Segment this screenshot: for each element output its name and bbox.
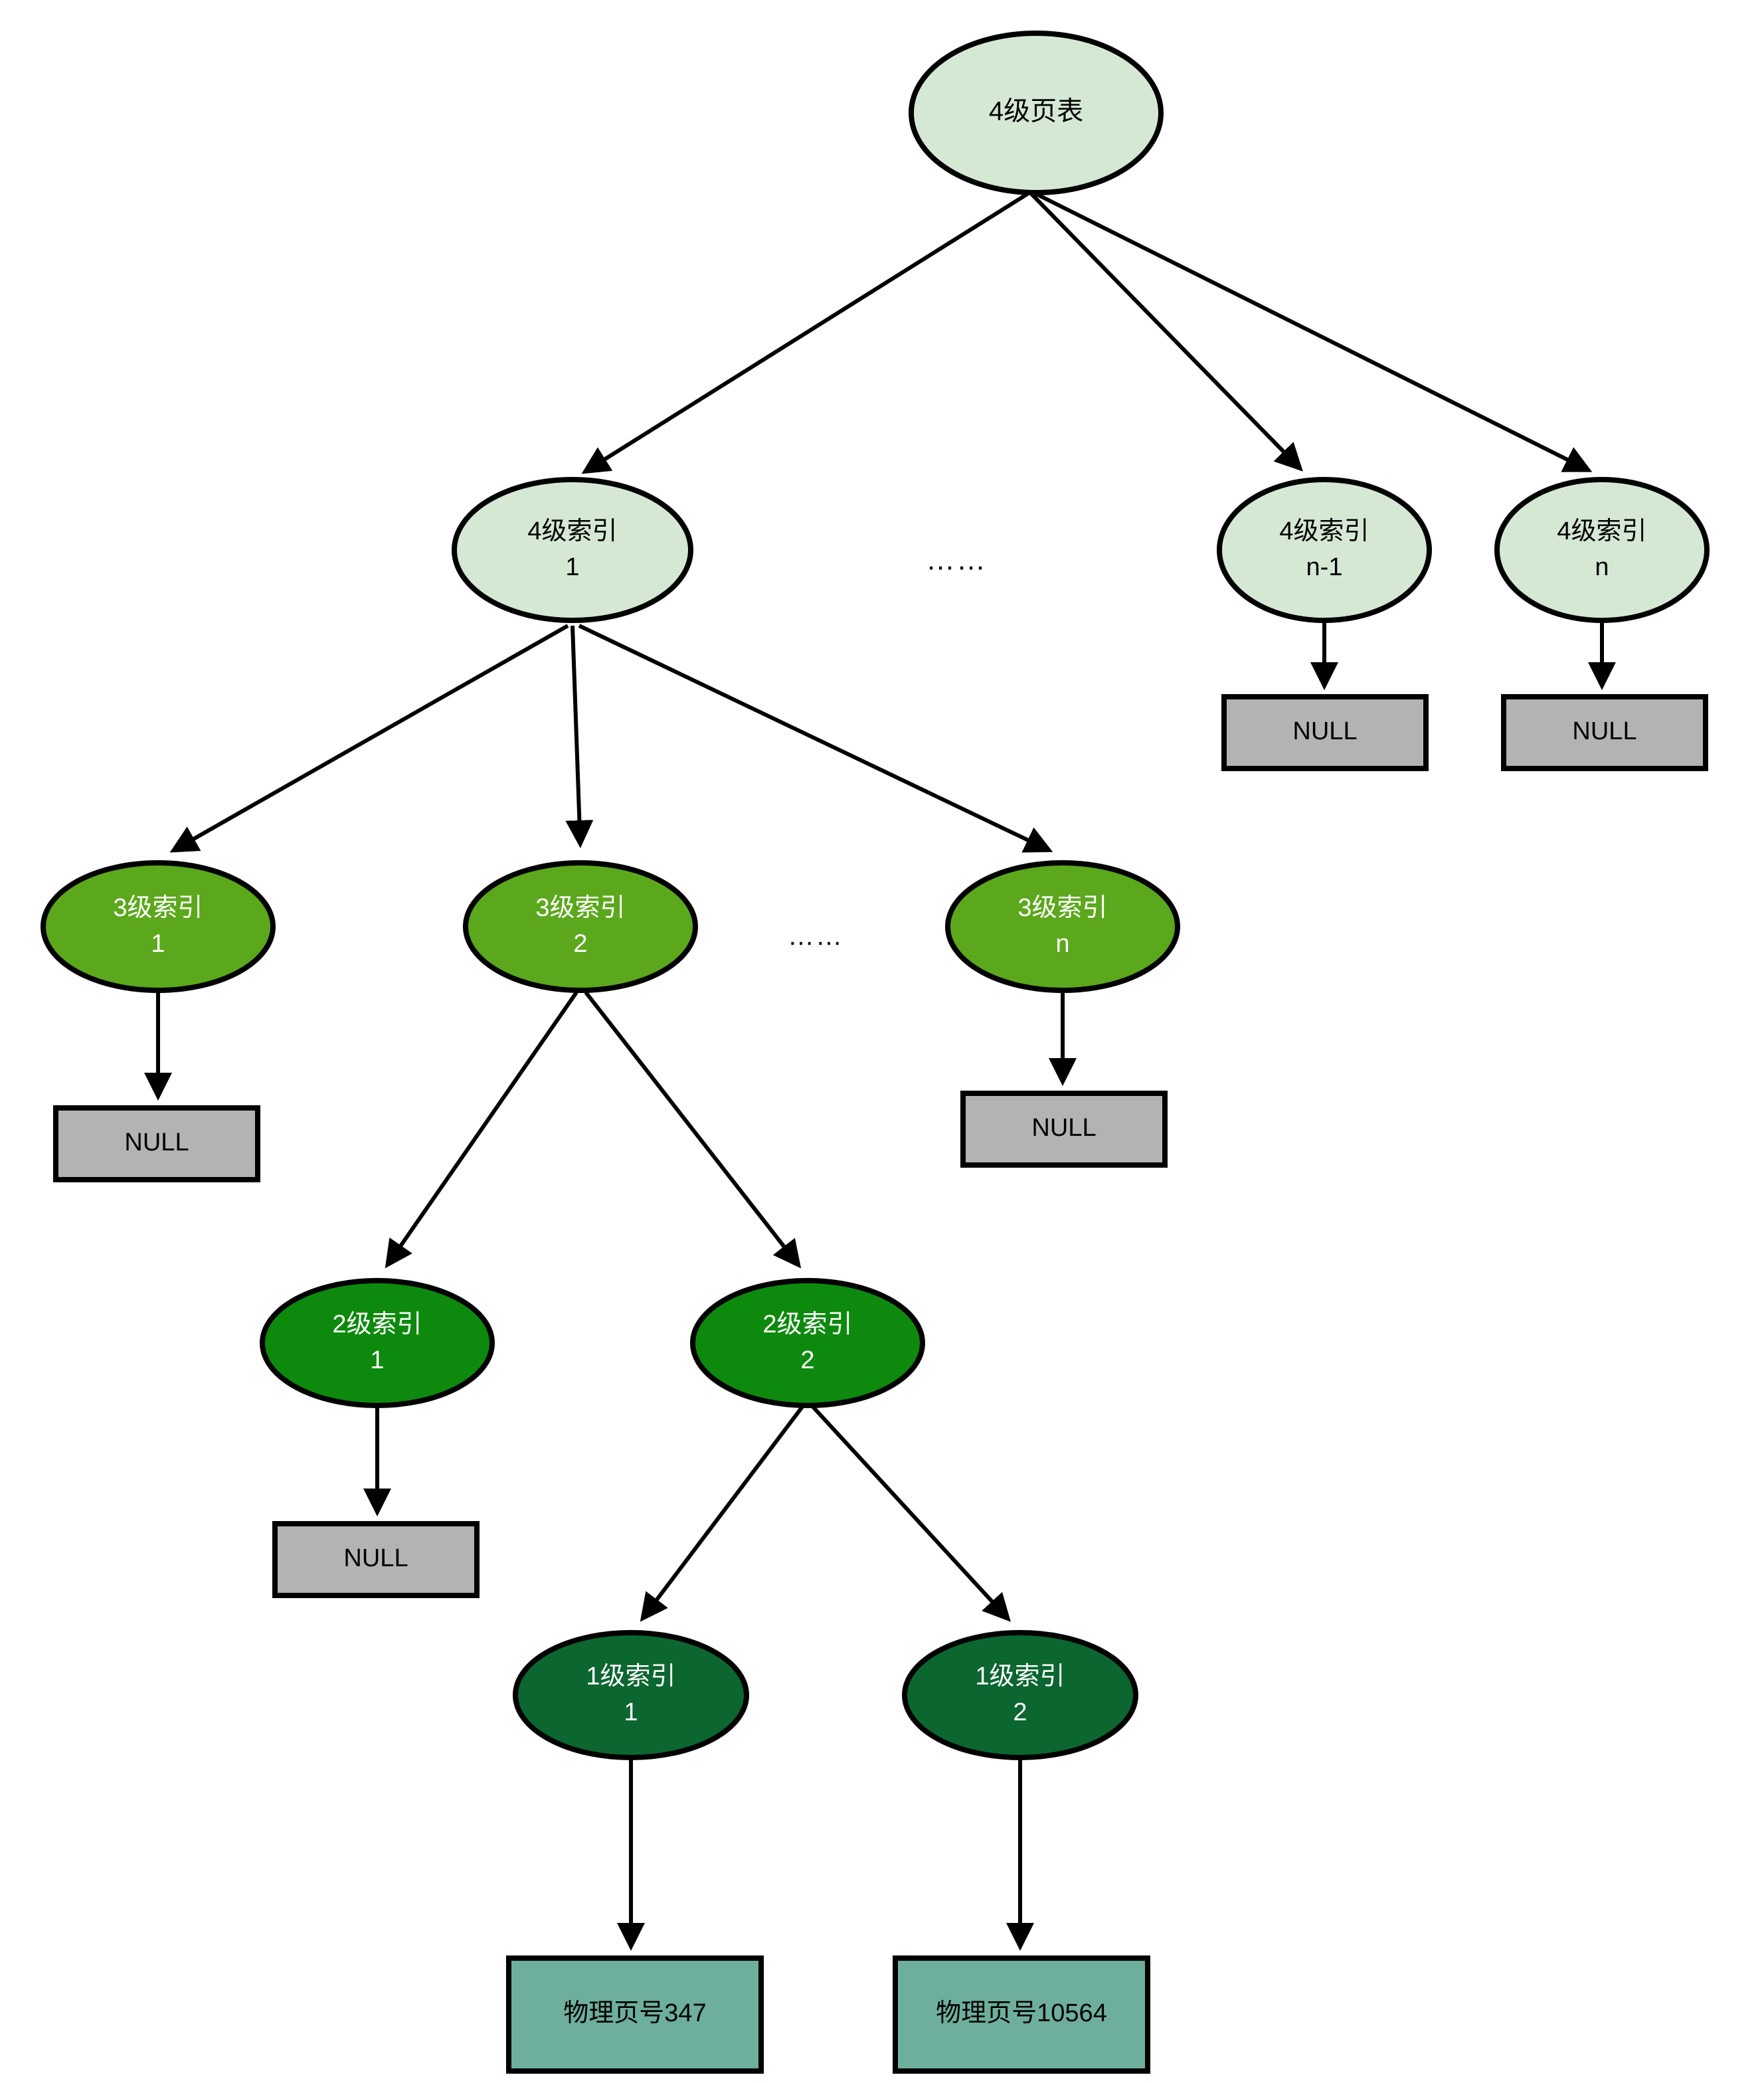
edge-line <box>640 1405 804 1622</box>
edge-line <box>1029 192 1303 472</box>
edge-root-to-l4_nm1 <box>1029 192 1303 472</box>
edges-layer <box>144 192 1616 1951</box>
node-label: NULL <box>343 1544 408 1572</box>
node-l4-n[interactable]: 4级索引 n <box>1494 477 1710 623</box>
node-l1-2[interactable]: 1级索引 2 <box>902 1630 1138 1760</box>
level3-ellipsis: …… <box>788 922 843 951</box>
node-null-l2-1[interactable]: NULL <box>272 1521 480 1598</box>
node-shape-ellipse <box>902 1630 1138 1760</box>
edge-l2_2-to-l1_2 <box>811 1405 1011 1622</box>
node-l3-2[interactable]: 3级索引 2 <box>463 860 698 993</box>
node-label-line1: 3级索引 <box>1017 894 1107 922</box>
node-l2-2[interactable]: 2级索引 2 <box>690 1278 925 1408</box>
edge-l3_2-to-l2_1 <box>385 991 578 1269</box>
node-shape-ellipse <box>909 31 1164 195</box>
node-l2-1[interactable]: 2级索引 1 <box>260 1278 495 1408</box>
node-shape-ellipse <box>41 860 276 993</box>
node-shape-ellipse <box>463 860 698 993</box>
node-label-line2: 2 <box>1013 1698 1027 1726</box>
node-label: NULL <box>1292 717 1357 745</box>
edge-line <box>578 624 1053 853</box>
node-label-line1: 3级索引 <box>535 894 625 922</box>
node-label-line2: n <box>1055 930 1069 958</box>
node-null-l4-n[interactable]: NULL <box>1501 694 1708 771</box>
node-shape-ellipse <box>260 1278 495 1408</box>
node-label: 物理页号347 <box>563 1999 706 2027</box>
node-shape-rect <box>272 1521 480 1598</box>
node-shape-ellipse <box>1217 477 1432 623</box>
node-null-l3-1[interactable]: NULL <box>53 1105 260 1182</box>
node-shape-ellipse <box>690 1278 925 1408</box>
edge-root-to-l4_1 <box>581 192 1029 474</box>
node-label-line2: 1 <box>370 1346 384 1374</box>
node-label-line1: 1级索引 <box>975 1663 1065 1690</box>
edge-l4_1-to-l3_n <box>578 624 1053 853</box>
node-label-line1: 2级索引 <box>762 1311 852 1338</box>
node-label: NULL <box>1031 1114 1096 1142</box>
edge-l3_2-to-l2_2 <box>584 991 802 1269</box>
node-label-line2: n-1 <box>1306 553 1343 581</box>
node-label-line2: 1 <box>624 1698 638 1726</box>
node-shape-rect <box>960 1091 1168 1168</box>
node-label-line1: 1级索引 <box>586 1663 675 1690</box>
edge-l4_1-to-l3_1 <box>169 624 569 853</box>
node-shape-rect <box>506 1955 764 2074</box>
node-label-line2: 2 <box>573 930 587 958</box>
node-l4-nm1[interactable]: 4级索引 n-1 <box>1217 477 1432 623</box>
node-label: 物理页号10564 <box>936 1999 1107 2027</box>
node-shape-rect <box>1221 694 1429 771</box>
edge-line <box>169 624 569 853</box>
node-shape-rect <box>1501 694 1708 771</box>
node-shape-rect <box>893 1955 1150 2074</box>
node-shape-ellipse <box>452 477 693 623</box>
node-label: 4级页表 <box>989 97 1083 126</box>
ellipsis-layer: …… …… <box>788 544 987 951</box>
node-page-347[interactable]: 物理页号347 <box>506 1955 764 2074</box>
node-l3-1[interactable]: 3级索引 1 <box>41 860 276 993</box>
edge-l4_1-to-l3_2 <box>565 625 594 849</box>
node-label-line2: 1 <box>565 553 579 581</box>
node-label-line1: 2级索引 <box>332 1311 422 1338</box>
edge-line <box>385 991 578 1269</box>
node-label: NULL <box>124 1129 189 1156</box>
node-shape-ellipse <box>945 860 1180 993</box>
edge-line <box>811 1405 1011 1622</box>
node-label-line1: 3级索引 <box>113 894 203 922</box>
node-shape-ellipse <box>1494 477 1710 623</box>
node-label-line2: 1 <box>151 930 165 958</box>
edge-line <box>565 625 594 849</box>
edge-l2_2-to-l1_1 <box>640 1405 804 1622</box>
node-shape-ellipse <box>513 1630 749 1760</box>
edge-line <box>581 192 1029 474</box>
node-l1-1[interactable]: 1级索引 1 <box>513 1630 749 1760</box>
node-label-line1: 4级索引 <box>1279 517 1369 545</box>
node-label-line2: 2 <box>800 1346 814 1374</box>
node-null-l4-nm1[interactable]: NULL <box>1221 694 1429 771</box>
node-l3-n[interactable]: 3级索引 n <box>945 860 1180 993</box>
node-shape-rect <box>53 1105 260 1182</box>
edge-line <box>584 991 802 1269</box>
node-null-l3-n[interactable]: NULL <box>960 1091 1168 1168</box>
level4-ellipsis: …… <box>926 544 987 577</box>
edge-root-to-l4_n <box>1035 192 1593 472</box>
node-label-line1: 4级索引 <box>527 517 617 545</box>
node-label: NULL <box>1572 717 1636 745</box>
node-label-line1: 4级索引 <box>1557 517 1646 545</box>
node-root[interactable]: 4级页表 <box>909 31 1164 195</box>
node-l4-1[interactable]: 4级索引 1 <box>452 477 693 623</box>
edge-line <box>1035 192 1593 472</box>
node-page-10564[interactable]: 物理页号10564 <box>893 1955 1150 2074</box>
node-label-line2: n <box>1595 553 1609 581</box>
